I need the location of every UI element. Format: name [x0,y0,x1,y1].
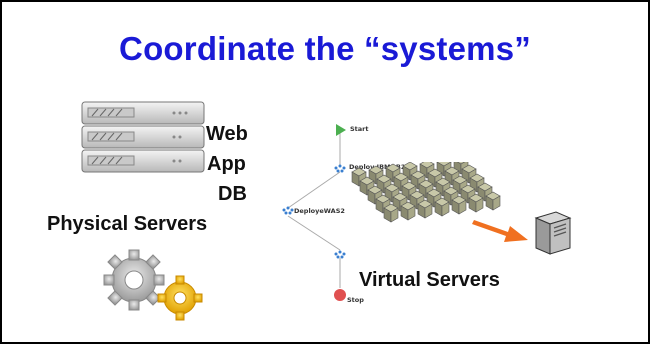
tower-server-icon [534,211,572,255]
tier-app-label: App [207,153,246,175]
start-node-icon [336,124,346,136]
vm-box [385,163,401,183]
node-start-label: Start [350,125,369,133]
vm-box [468,193,484,213]
stop-node-icon [334,289,346,301]
tier-db-label: DB [218,183,247,205]
vm-box [485,191,501,211]
vm-box [451,195,467,215]
slide-title: Coordinate the “systems” [119,30,531,67]
vm-box [443,186,459,206]
server-rack-icon [81,101,205,173]
vm-box [417,199,433,219]
vm-box [434,197,450,217]
vm-box [383,203,399,223]
physical-servers-label: Physical Servers [47,213,208,235]
node-stop-label: Stop [347,296,364,304]
tier-web-label: Web [206,123,248,145]
deploy-db-node-icon [334,164,346,173]
vm-box [400,201,416,221]
virtual-servers-label: Virtual Servers [359,269,500,291]
workflow-diagram [282,124,346,301]
node-deploy-db-label: Deploy IBMDB21 [349,163,410,171]
vm-cluster-icon [351,162,501,223]
deploy-was-node-icon [282,206,294,215]
arrow-icon [472,220,528,242]
node-deploy-was-label: DeployeWAS2 [294,207,345,215]
gears-icon [103,249,203,321]
